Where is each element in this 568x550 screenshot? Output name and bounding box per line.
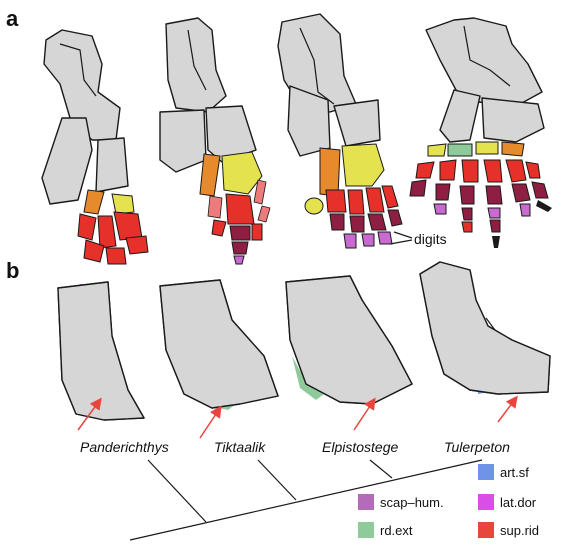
legend-swatch-scap-hum xyxy=(358,494,374,510)
tiktaalik-humerus xyxy=(159,279,279,410)
legend-label: lat.dor xyxy=(500,495,537,510)
legend-label: rd.ext xyxy=(380,523,413,538)
legend-label: scap–hum. xyxy=(380,495,444,510)
elpistostege-fin: digits xyxy=(277,13,447,249)
legend-label: art.sf xyxy=(500,465,529,480)
legend-label: sup.rid xyxy=(500,523,539,538)
legend-swatch-sup-rid xyxy=(478,522,494,538)
panderichthys-humerus xyxy=(57,281,145,421)
legend-swatch-art-sf xyxy=(478,464,494,480)
cladogram xyxy=(129,459,483,541)
tulerpeton-humerus xyxy=(419,261,551,395)
taxon-label: Tiktaalik xyxy=(214,439,266,455)
legend-swatch-lat-dor xyxy=(478,494,494,510)
tiktaalik-fin xyxy=(159,17,271,265)
legend: art.sf scap–hum. lat.dor rd.ext sup.rid xyxy=(358,464,539,538)
digits-callout: digits xyxy=(414,231,447,247)
legend-swatch-rd-ext xyxy=(358,522,374,538)
red-arrows xyxy=(77,395,518,439)
taxon-label: Tulerpeton xyxy=(444,439,510,455)
panderichthys-fin xyxy=(41,29,149,265)
tulerpeton-limb xyxy=(409,17,552,248)
taxon-label: Panderichthys xyxy=(80,439,169,455)
elpistostege-humerus xyxy=(285,275,413,405)
panel-b-letter: b xyxy=(6,258,19,283)
panel-a-letter: a xyxy=(6,6,19,31)
taxon-label: Elpistostege xyxy=(322,439,398,455)
